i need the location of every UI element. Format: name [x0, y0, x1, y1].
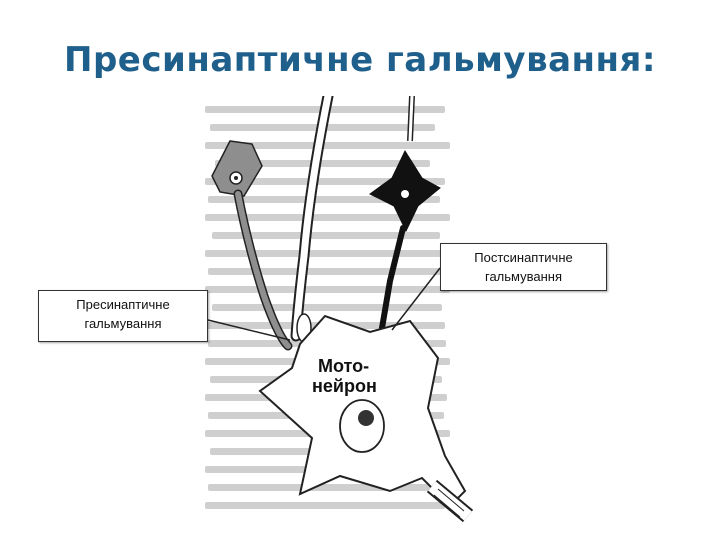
- motoneuron-label-line1: Мото-: [318, 356, 369, 376]
- slide-title: Пресинаптичне гальмування:: [64, 40, 656, 80]
- motoneuron-label-line2: нейрон: [312, 376, 377, 396]
- presynaptic-neuron: [211, 140, 293, 351]
- motoneuron-nucleus: [358, 410, 374, 426]
- postsynaptic-inhibition-callout: Постсинаптичне гальмування: [440, 243, 607, 291]
- neuron-diagram: Мото- нейрон: [200, 96, 475, 526]
- postsynaptic-nucleus: [401, 190, 409, 198]
- postsynaptic-input-axon: [407, 96, 415, 142]
- presynaptic-inhibition-callout: Пресинаптичне гальмування: [38, 290, 208, 342]
- neuron-diagram-svg: Мото- нейрон: [205, 96, 474, 523]
- motoneuron: Мото- нейрон: [258, 314, 474, 523]
